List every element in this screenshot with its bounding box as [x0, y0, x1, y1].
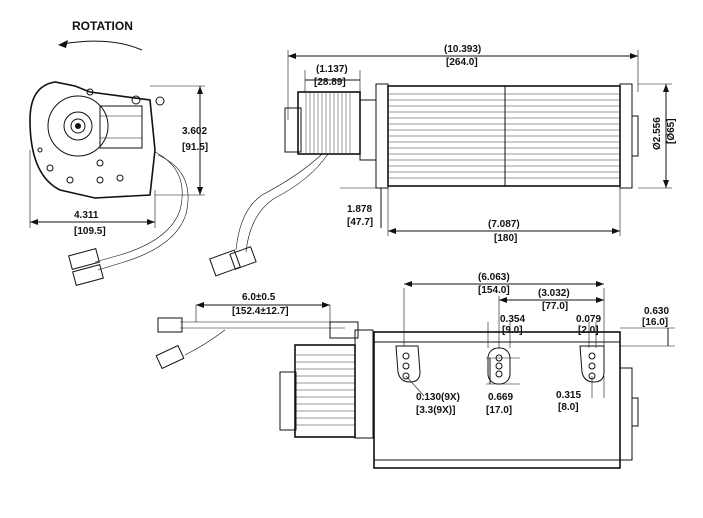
- dim-slotl-in: 0.669: [488, 392, 513, 403]
- shaft-hub: [63, 111, 93, 141]
- dim-hole-in: 0.130(9X): [416, 392, 460, 403]
- shaft-bearing: [70, 118, 86, 134]
- side-motor: [297, 91, 361, 155]
- dim-motor-mm: [28.89]: [314, 77, 346, 88]
- end-wire-2: [97, 154, 189, 271]
- end-wire-1: [94, 151, 183, 263]
- dim-halfspan-in: (3.032): [538, 288, 570, 299]
- dim-edge-mm: [16.0]: [642, 317, 668, 328]
- dim-overall-mm: [264.0]: [446, 57, 478, 68]
- dim-height-in: 3.602: [182, 126, 207, 137]
- dim-slotl-mm: [17.0]: [486, 405, 512, 416]
- side-wire-1: [235, 153, 323, 251]
- dim-wheel-mm: [180]: [494, 233, 517, 244]
- dim-motor-in: (1.137): [316, 64, 348, 75]
- shaft-center: [75, 123, 81, 129]
- bottom-motor: [294, 344, 356, 438]
- dim-holespan-mm: [154.0]: [478, 285, 510, 296]
- mount-slot-left: [395, 345, 421, 383]
- dim-slotw-in: 0.354: [500, 314, 525, 325]
- bottom-view: 6.0±0.5 [152.4±12.7]: [155, 272, 675, 469]
- end-connector-1: [68, 248, 100, 270]
- dim-slotr-in: 0.079: [576, 314, 601, 325]
- dim-pitch-in: 0.315: [556, 390, 581, 401]
- dim-width-in: 4.311: [74, 210, 99, 221]
- end-view: ROTATION 3.602 [91.5]: [29, 19, 208, 286]
- dim-height-mm: [91.5]: [182, 142, 208, 153]
- side-motor-laminations: [305, 92, 351, 154]
- dim-overall-in: (10.393): [444, 44, 481, 55]
- dim-pitch-mm: [8.0]: [558, 402, 579, 413]
- side-view: (10.393) [264.0] (1.137) [28.89]: [209, 44, 677, 277]
- rotation-label: ROTATION: [72, 19, 133, 33]
- side-wire-2: [245, 153, 329, 253]
- dim-holespan-in: (6.063): [478, 272, 510, 283]
- bottom-motor-laminations: [295, 354, 355, 426]
- dim-slotr-mm: [2.0]: [578, 325, 599, 336]
- dim-lead-in: 6.0±0.5: [242, 292, 276, 303]
- dim-diameter-mm: [Ø65]: [666, 118, 677, 144]
- mount-slot-center: [487, 347, 511, 385]
- dim-halfspan-mm: [77.0]: [542, 301, 568, 312]
- end-connector-2: [72, 264, 104, 286]
- dim-edge-in: 0.630: [644, 306, 669, 317]
- rotation-arrowhead-icon: [58, 40, 68, 48]
- dim-wheel-in: (7.087): [488, 219, 520, 230]
- end-motor-core: [99, 105, 143, 149]
- side-wheel-fins: [388, 93, 620, 179]
- dim-width-mm: [109.5]: [74, 226, 106, 237]
- dim-diameter-in: Ø2.556: [652, 117, 663, 150]
- bottom-lead-3: [184, 329, 226, 356]
- dim-slotw-mm: [9.0]: [502, 325, 523, 336]
- end-housing-ring: [47, 95, 109, 157]
- rotation-arrow: [61, 40, 143, 51]
- end-housing: [29, 81, 156, 199]
- dim-hole-mm: [3.3(9X)]: [416, 405, 455, 416]
- side-connector-1: [209, 249, 241, 277]
- dim-lead-mm: [152.4±12.7]: [232, 306, 289, 317]
- dim-center-mm: [47.7]: [347, 217, 373, 228]
- bottom-connector-2: [155, 344, 185, 370]
- dim-center-in: 1.878: [347, 204, 372, 215]
- bottom-connector-1: [157, 317, 183, 333]
- side-connector-2: [229, 246, 257, 270]
